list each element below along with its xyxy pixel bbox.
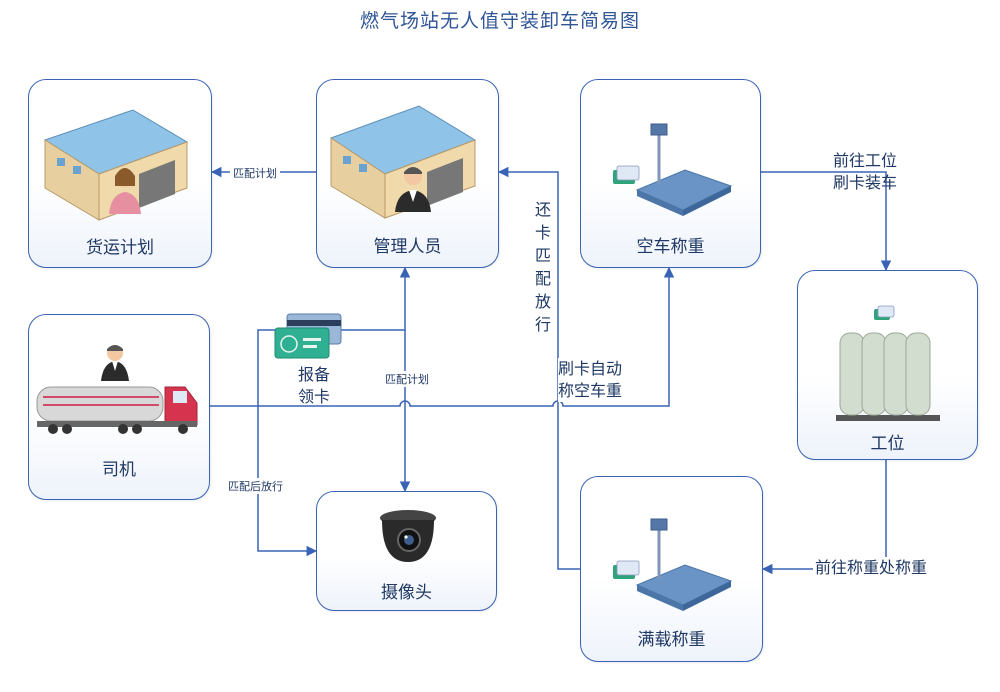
warehouse-icon <box>43 109 189 221</box>
edge-label-match-plan-camera: 匹配计划 <box>383 371 431 387</box>
edge-swipe-empty <box>210 266 675 407</box>
edge-go-to-weigh <box>761 460 887 575</box>
node-freight-plan: 货运计划 <box>28 79 212 268</box>
edge-label-swipe-empty: 刷卡自动 称空车重 <box>558 358 623 402</box>
gas-tanks-icon <box>836 305 940 421</box>
edge-label-match-plan: 匹配计划 <box>230 165 280 181</box>
edge-label-go-to-weigh: 前往称重处称重 <box>813 557 930 579</box>
edge-label-go-to-station: 前往工位 刷卡装车 <box>833 151 898 192</box>
node-label-empty-weigh: 空车称重 <box>636 237 705 257</box>
node-label-freight-plan: 货运计划 <box>86 238 154 258</box>
scale-full-icon <box>613 518 733 611</box>
node-label-full-weigh: 满载称重 <box>637 630 706 650</box>
node-label-workstation: 工位 <box>870 434 905 454</box>
dome-camera-icon <box>380 510 436 562</box>
tanker-truck-icon <box>36 345 198 434</box>
edge-release-after-match <box>257 406 318 557</box>
edge-label-report-card: 报备 领卡 <box>298 365 331 406</box>
node-camera: 摄像头 <box>316 491 497 611</box>
node-empty-weigh: 空车称重 <box>580 79 761 268</box>
node-manager: 管理人员 <box>316 79 499 268</box>
edge-go-to-station <box>761 171 892 272</box>
warehouse-manager-icon <box>329 105 477 219</box>
node-label-driver: 司机 <box>102 460 136 480</box>
id-card-icon <box>274 313 342 359</box>
node-workstation: 工位 <box>797 270 978 460</box>
edge-label-release-after-match: 匹配后放行 <box>226 478 285 494</box>
node-label-camera: 摄像头 <box>381 583 432 603</box>
node-driver: 司机 <box>28 314 210 500</box>
edge-label-return-card: 还卡匹配放行 <box>534 200 551 334</box>
diagram-title: 燃气场站无人值守装卸车简易图 <box>359 10 640 32</box>
scale-icon <box>613 123 733 216</box>
node-label-manager: 管理人员 <box>373 237 442 257</box>
node-full-weigh: 满载称重 <box>580 476 763 662</box>
